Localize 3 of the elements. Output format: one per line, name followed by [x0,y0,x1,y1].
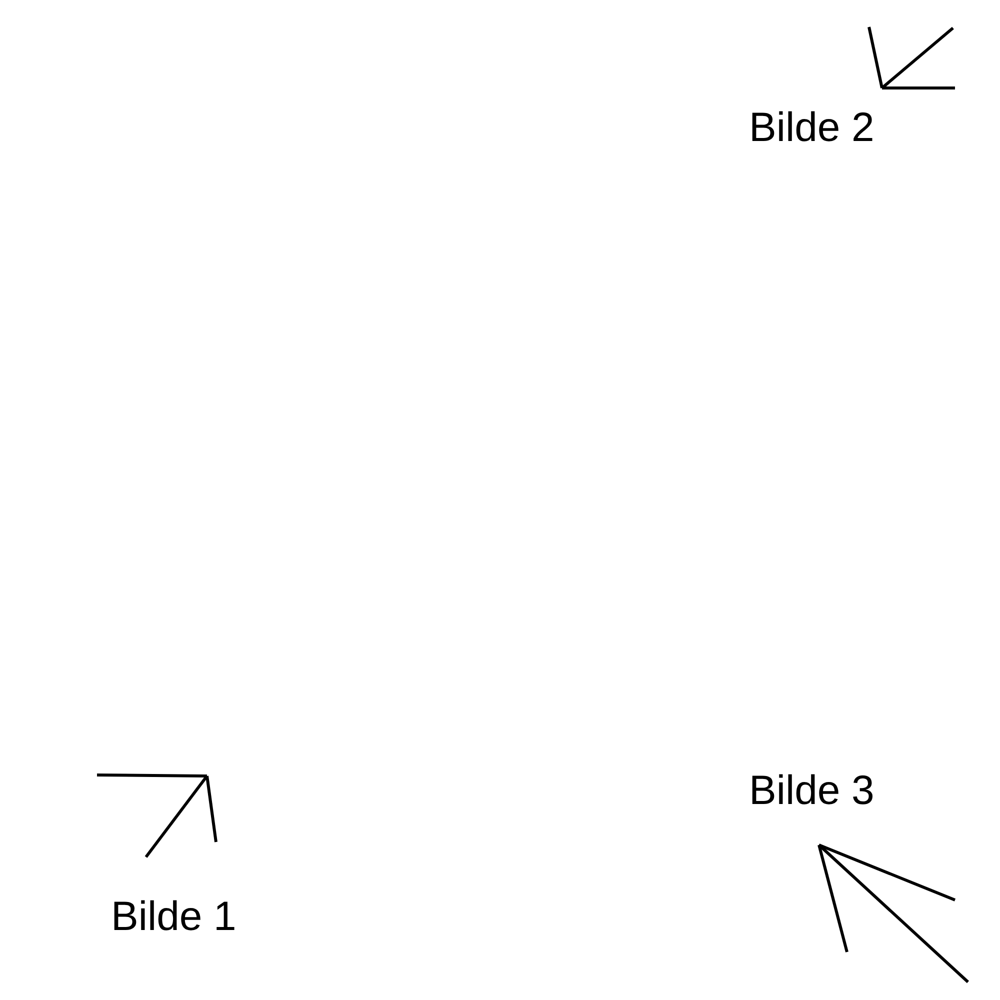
figure-label: Bilde 1 [111,896,236,937]
figure-label: Bilde 3 [749,770,874,811]
figure-label: Bilde 2 [749,107,874,148]
